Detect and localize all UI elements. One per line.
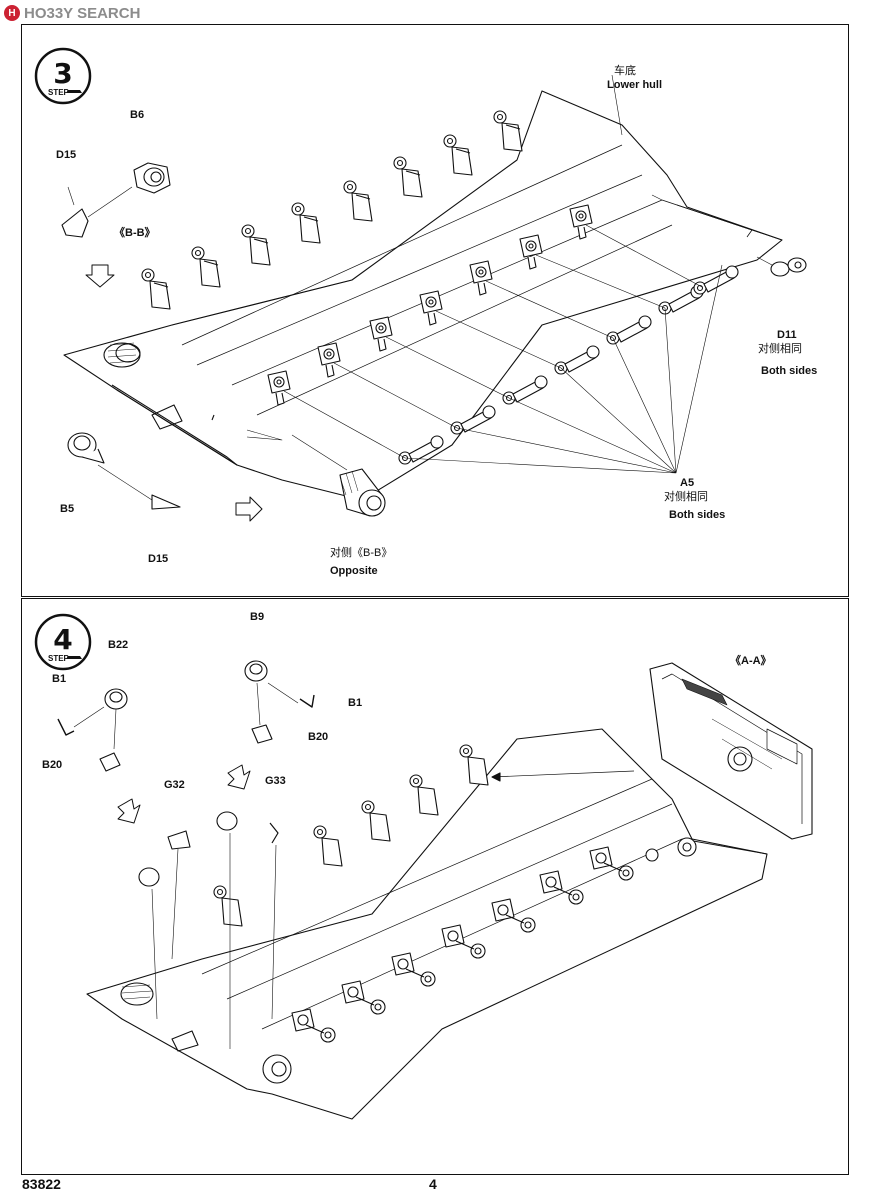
step-4-panel: 4 STEP B9 B22 B1 B1 B20 B20 G32 G33 《A-A… xyxy=(21,598,849,1175)
watermark-text: HO33Y SEARCH xyxy=(24,4,141,22)
label-b5: B5 xyxy=(60,503,75,515)
label-b1-right: B1 xyxy=(348,697,363,709)
section-aa-detail xyxy=(491,662,813,840)
b6-d15-detail xyxy=(61,162,171,238)
svg-text:3: 3 xyxy=(53,57,72,90)
step-4-drawing xyxy=(57,660,813,1120)
b5-d15-detail xyxy=(67,432,181,510)
label-g33: G33 xyxy=(265,775,286,787)
svg-text:STEP: STEP xyxy=(48,654,70,663)
b22-b1-b20-left-parts xyxy=(57,688,128,772)
label-d11-note-cn: 对侧相同 xyxy=(758,343,802,355)
installed-suspension-units-step4 xyxy=(291,846,659,1043)
lower-suspension-brackets xyxy=(267,204,593,406)
lower-hull-plate-step4 xyxy=(86,728,768,1120)
label-lower-hull-en: Lower hull xyxy=(607,79,662,91)
a5-swing-arm-parts xyxy=(398,265,739,465)
label-d15-bottom: D15 xyxy=(148,553,169,565)
d11-part xyxy=(756,256,807,277)
label-lower-hull-cn: 车底 xyxy=(614,65,636,77)
hobby-search-logo-icon: H xyxy=(4,5,20,21)
label-d11-note-en: Both sides xyxy=(761,365,818,377)
upper-swing-arms-step4 xyxy=(213,744,489,927)
label-b22: B22 xyxy=(108,639,129,651)
direction-arrows-step4 xyxy=(117,764,251,824)
opposite-sprocket xyxy=(339,468,386,517)
kit-number: 83822 xyxy=(22,1176,61,1192)
page-number: 4 xyxy=(429,1176,437,1192)
label-a5: A5 xyxy=(680,477,695,489)
label-opposite-cn: 对侧《B-B》 xyxy=(330,547,393,559)
label-d15-top: D15 xyxy=(56,149,77,161)
g32-g33-parts xyxy=(138,811,279,1049)
label-section-aa: 《A-A》 xyxy=(730,655,772,667)
step-3-panel: 3 STEP B6 D15 《B-B》 车底 Lower hull D11 对侧… xyxy=(21,24,849,597)
label-d11: D11 xyxy=(777,329,797,341)
step-4-badge: 4 STEP xyxy=(34,613,92,671)
assembly-guide-lines xyxy=(246,74,723,474)
label-b9: B9 xyxy=(250,611,265,623)
step-3-drawing xyxy=(61,74,807,522)
hobby-search-watermark: H HO33Y SEARCH xyxy=(4,4,140,22)
label-b6: B6 xyxy=(130,109,145,121)
label-section-bb: 《B-B》 xyxy=(114,227,156,239)
label-b20-left: B20 xyxy=(42,759,63,771)
upper-swing-arms xyxy=(141,110,523,310)
label-a5-note-cn: 对侧相同 xyxy=(664,491,708,503)
label-b20-right: B20 xyxy=(308,731,329,743)
label-g32: G32 xyxy=(164,779,185,791)
b9-b1-b20-right-parts xyxy=(244,660,315,744)
svg-text:4: 4 xyxy=(53,623,72,656)
label-opposite-en: Opposite xyxy=(330,565,378,577)
label-b1-left: B1 xyxy=(52,673,67,685)
svg-text:STEP: STEP xyxy=(48,88,70,97)
direction-arrows xyxy=(85,264,263,522)
label-a5-note-en: Both sides xyxy=(669,509,726,521)
step-3-badge: 3 STEP xyxy=(34,47,92,105)
